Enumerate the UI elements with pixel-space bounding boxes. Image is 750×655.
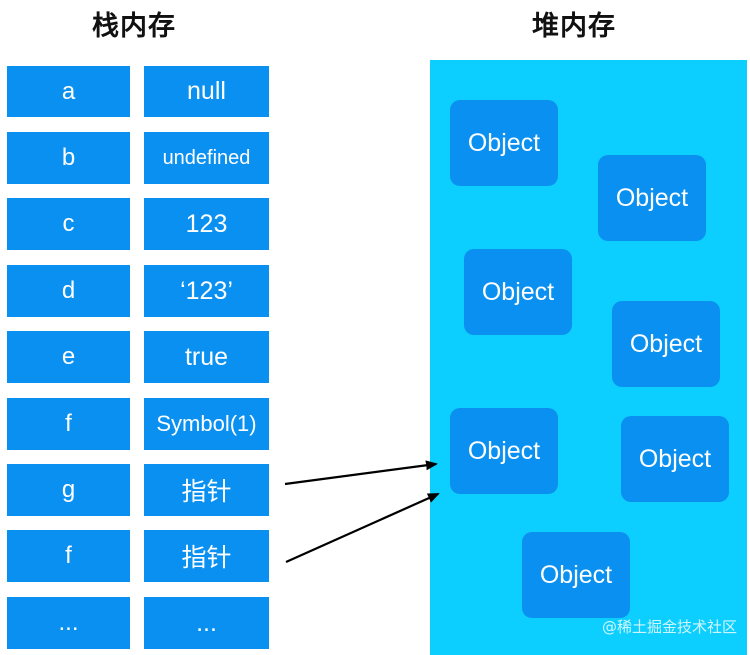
stack-var-f: f <box>7 398 130 450</box>
pointer-arrow-g <box>284 460 438 486</box>
stack-value-d: ‘123’ <box>144 265 269 317</box>
heap-area: Object Object Object Object Object Objec… <box>430 60 747 655</box>
stack-value-c: 123 <box>144 198 269 250</box>
stack-var-c: c <box>7 198 130 250</box>
stack-var-g: g <box>7 464 130 516</box>
stack-value-more: ... <box>144 597 269 649</box>
stack-value-e: true <box>144 331 269 383</box>
stack-value-b: undefined <box>144 132 269 184</box>
stack-var-d: d <box>7 265 130 317</box>
stack-value-g-pointer: 指针 <box>144 464 269 516</box>
stack-var-b: b <box>7 132 130 184</box>
pointer-arrow-f <box>285 492 440 564</box>
stack-value-f: Symbol(1) <box>144 398 269 450</box>
heap-object-3: Object <box>464 249 572 335</box>
heap-object-6: Object <box>621 416 729 502</box>
watermark: @稀土掘金技术社区 <box>601 618 737 636</box>
heap-object-2: Object <box>598 155 706 241</box>
stack-var-e: e <box>7 331 130 383</box>
heap-object-7: Object <box>522 532 630 618</box>
heap-object-5: Object <box>450 408 558 494</box>
heap-object-4: Object <box>612 301 720 387</box>
stack-memory-title: 栈内存 <box>92 11 176 42</box>
stack-var-f2: f <box>7 530 130 582</box>
stack-value-f2-pointer: 指针 <box>144 530 269 582</box>
stack-var-a: a <box>7 66 130 117</box>
heap-memory-title: 堆内存 <box>532 11 616 42</box>
stack-var-more: ... <box>7 597 130 649</box>
heap-object-1: Object <box>450 100 558 186</box>
stack-value-a: null <box>144 66 269 117</box>
